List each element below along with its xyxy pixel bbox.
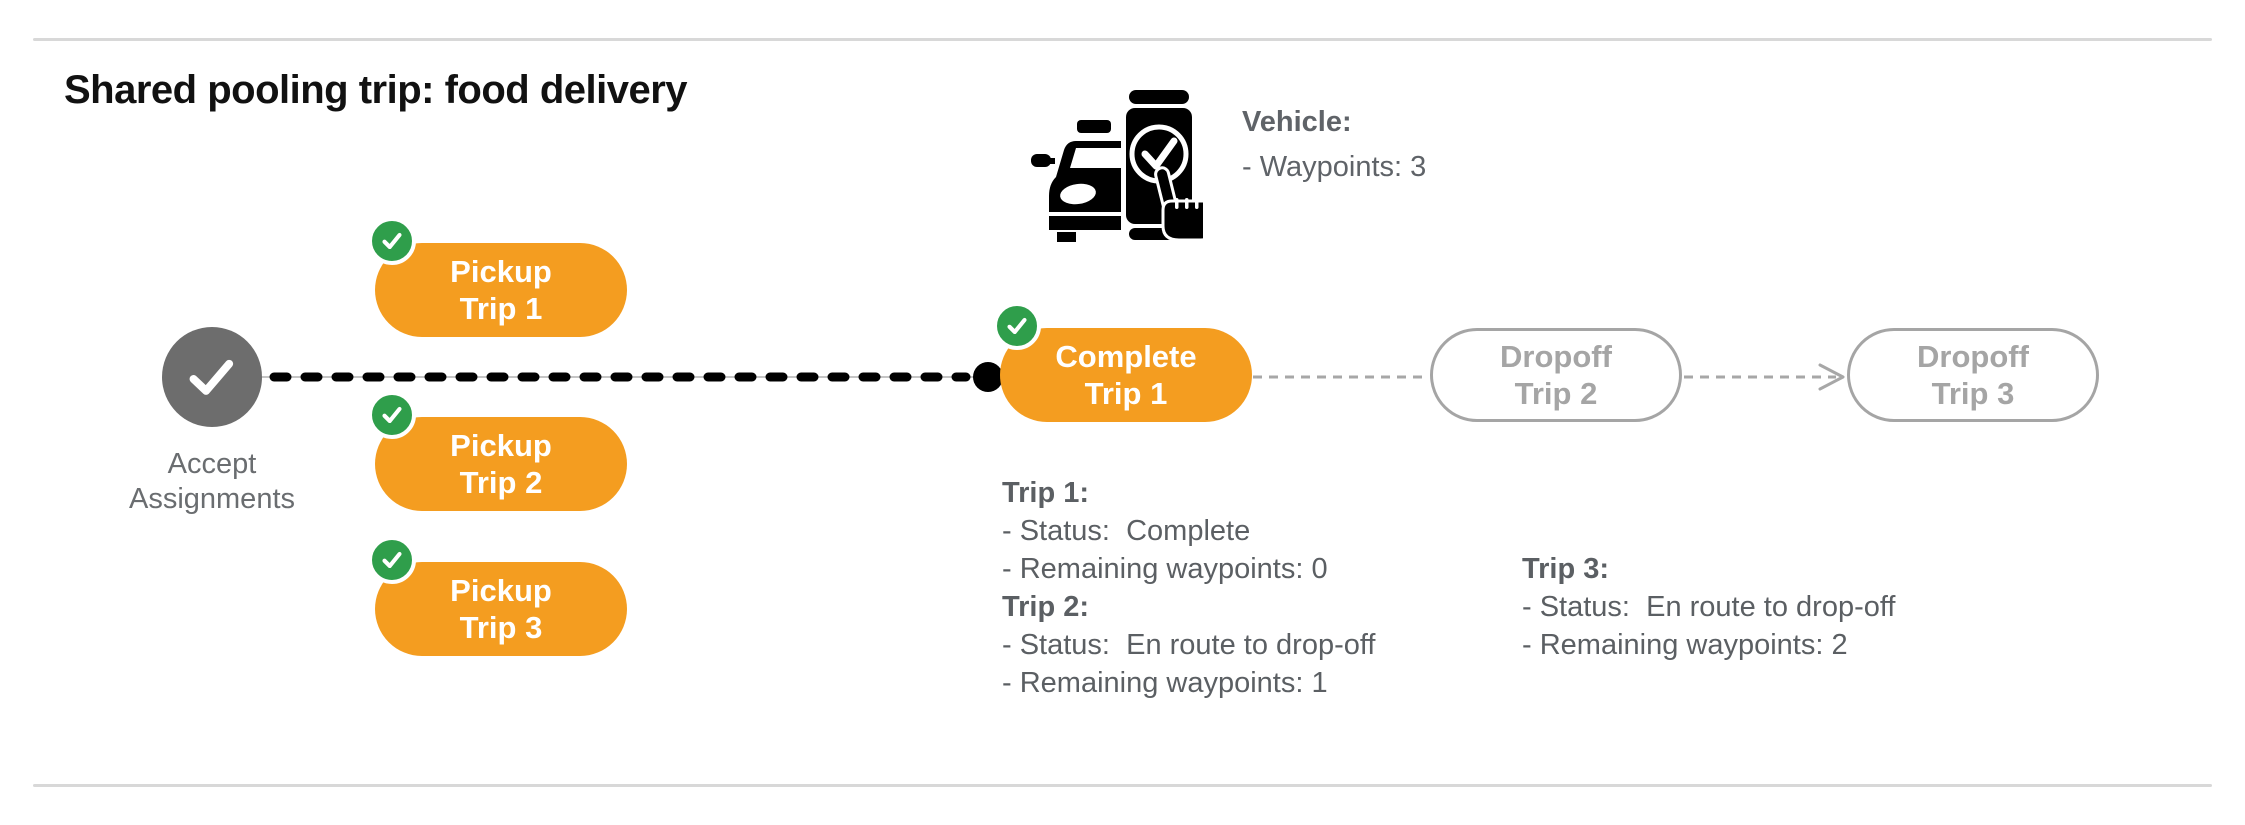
- bottom-divider: [33, 784, 2212, 787]
- trip-status-left: Trip 1: - Status: Complete - Remaining w…: [1002, 474, 1375, 702]
- complete-trip-1-node: Complete Trip 1: [993, 302, 1252, 422]
- pickup-trip-3-node: Pickup Trip 3: [368, 536, 627, 656]
- check-icon: [382, 232, 402, 250]
- pickup-trip-1-label: Pickup Trip 1: [450, 254, 552, 326]
- pickup-trip-2-node: Pickup Trip 2: [368, 391, 627, 511]
- dropoff-trip-3-node: Dropoff Trip 3: [1847, 328, 2099, 422]
- pickup-trip-1-node: Pickup Trip 1: [368, 217, 627, 337]
- check-icon: [382, 551, 402, 569]
- trip-2-waypoints-line: - Remaining waypoints: 1: [1002, 667, 1328, 699]
- dropoff-trip-2-node: Dropoff Trip 2: [1430, 328, 1682, 422]
- check-icon: [1007, 317, 1027, 335]
- check-icon: [189, 359, 234, 395]
- trip-status-right: Trip 3: - Status: En route to drop-off -…: [1522, 550, 1895, 664]
- check-badge: [368, 391, 416, 439]
- trip-2-status-line: - Status: En route to drop-off: [1002, 629, 1376, 661]
- pickup-trip-2-label: Pickup Trip 2: [450, 428, 552, 500]
- current-position-dot: [973, 362, 1003, 392]
- trip-1-heading: Trip 1:: [1002, 477, 1090, 509]
- vehicle-label: Vehicle:: [1242, 106, 1352, 138]
- top-divider: [33, 38, 2212, 41]
- trip-2-heading: Trip 2:: [1002, 591, 1090, 623]
- check-icon: [382, 406, 402, 424]
- accept-assignments-label: Accept Assignments: [128, 448, 295, 515]
- car-phone-check-icon: [1031, 90, 1203, 242]
- trip-3-status-line: - Status: En route to drop-off: [1522, 591, 1896, 623]
- dropoff-trip-2-label: Dropoff Trip 2: [1500, 339, 1612, 411]
- dropoff-trip-3-label: Dropoff Trip 3: [1917, 339, 2029, 411]
- trip-1-waypoints-line: - Remaining waypoints: 0: [1002, 553, 1328, 585]
- trip-1-status-line: - Status: Complete: [1002, 515, 1251, 547]
- check-badge: [368, 217, 416, 265]
- accept-assignments-node: [162, 327, 262, 427]
- check-badge: [368, 536, 416, 584]
- complete-trip-1-label: Complete Trip 1: [1055, 339, 1197, 411]
- trip-3-waypoints-line: - Remaining waypoints: 2: [1522, 629, 1848, 661]
- route-arrowhead: [1818, 363, 1845, 391]
- vehicle-waypoints: - Waypoints: 3: [1242, 151, 1427, 183]
- pickup-trip-3-label: Pickup Trip 3: [450, 573, 552, 645]
- trip-3-heading: Trip 3:: [1522, 553, 1610, 585]
- vehicle-info: Vehicle: - Waypoints: 3: [1242, 100, 1426, 190]
- page-title: Shared pooling trip: food delivery: [64, 68, 688, 112]
- check-badge: [993, 302, 1041, 350]
